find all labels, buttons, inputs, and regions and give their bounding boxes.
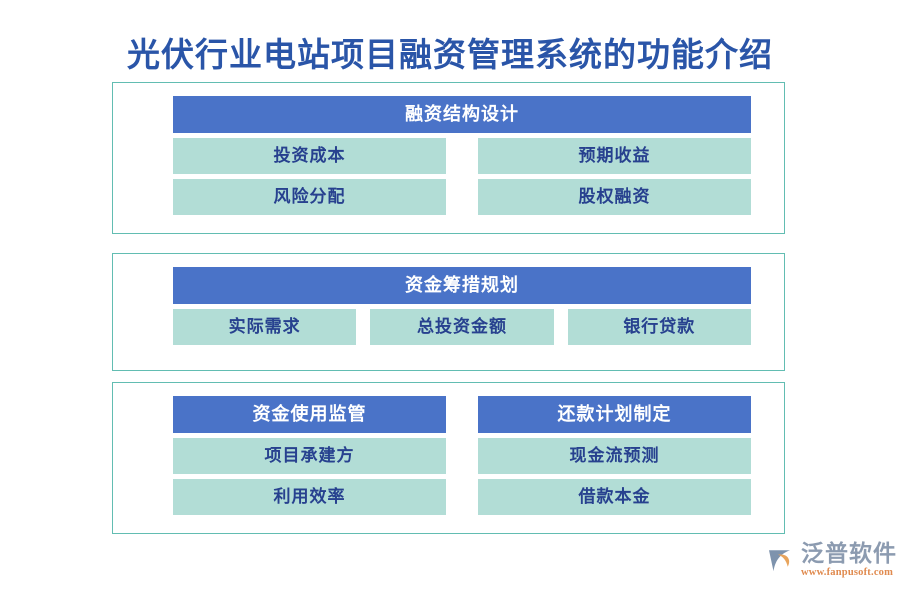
section-header-fundraising-plan[interactable]: 资金筹措规划 [173, 267, 751, 304]
section-1-items-row: 投资成本 风险分配 预期收益 股权融资 [173, 138, 751, 215]
item-risk-allocation[interactable]: 风险分配 [173, 179, 446, 215]
section-1-column-2: 预期收益 股权融资 [478, 138, 751, 215]
item-cash-flow-forecast[interactable]: 现金流预测 [478, 438, 751, 474]
item-actual-demand[interactable]: 实际需求 [173, 309, 357, 345]
item-project-contractor[interactable]: 项目承建方 [173, 438, 446, 474]
section-1-header-row: 融资结构设计 [173, 96, 751, 133]
brand-logo: 泛普软件 www.fanpusoft.com [766, 542, 897, 579]
item-utilization-efficiency[interactable]: 利用效率 [173, 479, 446, 515]
brand-text: 泛普软件 www.fanpusoft.com [801, 542, 897, 579]
item-equity-financing[interactable]: 股权融资 [478, 179, 751, 215]
section-2-column-1: 实际需求 [173, 309, 357, 345]
item-expected-return[interactable]: 预期收益 [478, 138, 751, 174]
section-3-header-row: 资金使用监管 还款计划制定 [173, 396, 751, 433]
section-2-header-row: 资金筹措规划 [173, 267, 751, 304]
section-header-financing-structure[interactable]: 融资结构设计 [173, 96, 751, 133]
section-1-column-1: 投资成本 风险分配 [173, 138, 446, 215]
page-title: 光伏行业电站项目融资管理系统的功能介绍 [127, 38, 773, 74]
section-fundraising-plan: 资金筹措规划 实际需求 总投资金额 银行贷款 [112, 253, 785, 371]
item-loan-principal[interactable]: 借款本金 [478, 479, 751, 515]
section-3-column-2: 现金流预测 借款本金 [478, 438, 751, 515]
section-header-repayment-plan[interactable]: 还款计划制定 [478, 396, 751, 433]
fanpu-swoosh-icon [769, 550, 790, 572]
brand-name: 泛普软件 [801, 540, 897, 566]
section-financing-structure: 融资结构设计 投资成本 风险分配 预期收益 股权融资 [112, 82, 785, 234]
section-2-column-3: 银行贷款 [567, 309, 751, 345]
section-3-column-1: 项目承建方 利用效率 [173, 438, 446, 515]
section-header-fund-usage-supervision[interactable]: 资金使用监管 [173, 396, 446, 433]
section-2-column-2: 总投资金额 [370, 309, 554, 345]
item-total-investment-amount[interactable]: 总投资金额 [370, 309, 554, 345]
section-fund-supervision-and-repayment: 资金使用监管 还款计划制定 项目承建方 利用效率 现金流预测 借款本金 [112, 382, 785, 534]
section-2-items-row: 实际需求 总投资金额 银行贷款 [173, 309, 751, 345]
section-3-items-row: 项目承建方 利用效率 现金流预测 借款本金 [173, 438, 751, 515]
brand-url: www.fanpusoft.com [801, 567, 894, 578]
section-3-inner: 资金使用监管 还款计划制定 项目承建方 利用效率 现金流预测 借款本金 [173, 396, 751, 521]
item-investment-cost[interactable]: 投资成本 [173, 138, 446, 174]
section-1-inner: 融资结构设计 投资成本 风险分配 预期收益 股权融资 [173, 96, 751, 221]
section-2-inner: 资金筹措规划 实际需求 总投资金额 银行贷款 [173, 267, 751, 358]
item-bank-loan[interactable]: 银行贷款 [567, 309, 751, 345]
